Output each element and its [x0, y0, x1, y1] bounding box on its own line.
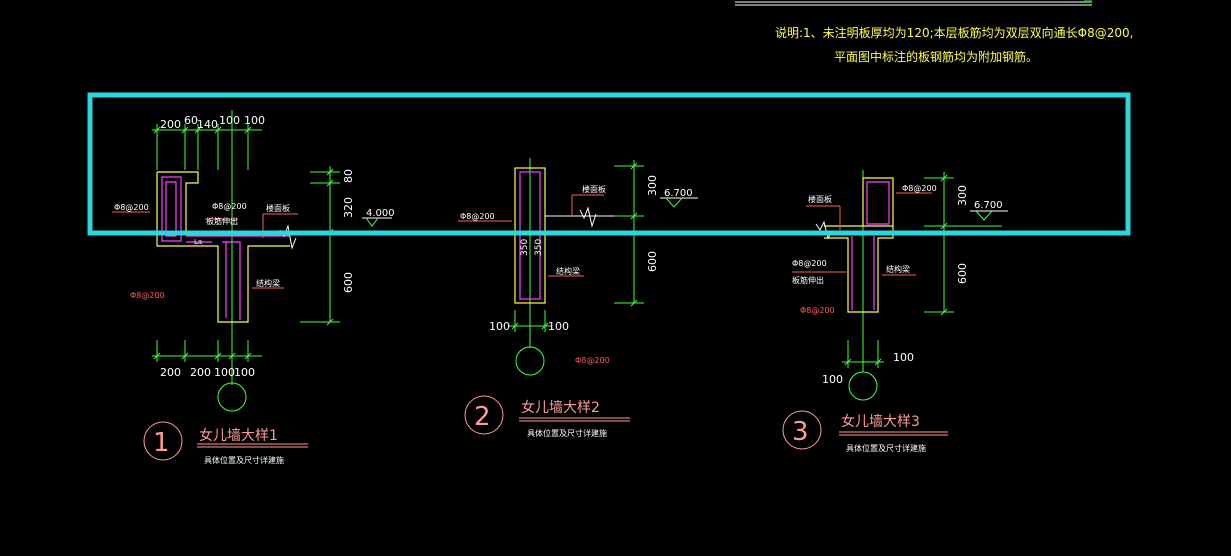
dim-text: 200	[160, 118, 181, 131]
dim-text: 80	[342, 169, 355, 183]
elevation-text: 6.700	[974, 200, 1003, 211]
rebar-label: Φ8@200	[114, 203, 149, 212]
dim-text: 600	[646, 251, 659, 272]
elevation-marker	[660, 197, 698, 208]
detail-3[interactable]: Φ8@200 楼面板 Φ8@200 板筋伸出 结构梁 Φ8@200 300 60…	[782, 170, 1008, 453]
detail-1[interactable]: 200 60 140 100 100 La Φ8@200 Φ8@200 板筋伸出…	[112, 110, 395, 465]
elevation-text: 4.000	[366, 208, 395, 219]
rebar-label: Φ8@200	[800, 306, 835, 315]
detail-number: 2	[474, 402, 491, 432]
detail-subtitle: 具体位置及尺寸详建施	[204, 455, 284, 465]
dim-text: 100	[489, 320, 510, 333]
notes-line-1: 说明:1、未注明板厚均为120;本层板筋均为双层双向通长Φ8@200,	[775, 25, 1133, 40]
rebar-label: Φ8@200	[212, 202, 247, 211]
detail-2[interactable]: 350 350 Φ8@200 楼面板 结构梁 Φ8@200 300 600 6.…	[458, 158, 698, 438]
lap-mark: La	[194, 238, 202, 246]
axis-bubble	[848, 371, 878, 401]
dim-text: 350	[520, 239, 530, 256]
bottom-dimension	[508, 310, 552, 332]
dim-text: 300	[956, 185, 969, 206]
dim-text: 100	[893, 351, 914, 364]
detail-title: 女儿墙大样1	[199, 427, 278, 444]
vertical-dimension	[924, 172, 1002, 316]
elevation-marker	[970, 210, 1008, 221]
rebar-label: Φ8@200	[575, 356, 610, 365]
dim-text: 300	[646, 175, 659, 196]
notes-line-2: 平面图中标注的板钢筋均为附加钢筋。	[834, 49, 1038, 64]
dim-text: 600	[956, 263, 969, 284]
dim-text: 100	[244, 114, 265, 127]
roof-note: 楼面板	[266, 203, 290, 213]
roof-note: 楼面板	[808, 194, 832, 204]
detail-title: 女儿墙大样2	[521, 399, 600, 416]
detail-number: 3	[792, 417, 809, 447]
dim-text: 200	[190, 366, 211, 379]
roof-note: 楼面板	[582, 184, 606, 194]
dim-text: 100	[234, 366, 255, 379]
axis-bubble	[217, 382, 247, 412]
break-symbol	[579, 206, 597, 228]
bottom-dimension	[152, 340, 262, 362]
concrete-outline	[156, 171, 290, 323]
beam-note: 结构梁	[886, 264, 910, 274]
dim-text: 100	[219, 114, 240, 127]
dim-text: 100	[214, 366, 235, 379]
concrete-outline	[824, 177, 894, 313]
beam-note: 结构梁	[256, 278, 280, 288]
detail-subtitle: 具体位置及尺寸详建施	[527, 428, 607, 438]
detail-number: 1	[153, 428, 170, 458]
dim-text: 100	[822, 373, 843, 386]
anchor-note: 板筋伸出	[206, 216, 238, 226]
beam-note: 结构梁	[556, 266, 580, 276]
dim-text: 600	[342, 272, 355, 293]
dim-text: 320	[342, 197, 355, 218]
elevation-text: 6.700	[664, 188, 693, 199]
break-symbol	[279, 224, 297, 250]
detail-subtitle: 具体位置及尺寸详建施	[846, 443, 926, 453]
header-lines	[735, 0, 1092, 6]
detail-title: 女儿墙大样3	[841, 413, 920, 430]
dim-text: 60	[184, 114, 198, 127]
rebar-label: Φ8@200	[792, 259, 827, 268]
detail-number-circle	[782, 410, 822, 450]
rebar-label: Φ8@200	[460, 212, 495, 221]
bottom-dimension	[842, 340, 884, 368]
rebar-label: Φ8@200	[130, 291, 165, 300]
dim-text: 200	[160, 366, 181, 379]
detail-number-circle	[464, 395, 504, 435]
dim-text: 350	[534, 239, 544, 256]
rebar-label: Φ8@200	[902, 184, 937, 193]
dim-text: 140	[197, 118, 218, 131]
dim-text: 100	[548, 320, 569, 333]
rebar-cage	[161, 176, 290, 320]
elevation-marker	[362, 217, 392, 227]
axis-bubble	[515, 346, 545, 376]
vertical-dimension	[300, 166, 340, 326]
anchor-note: 板筋伸出	[792, 275, 824, 285]
top-dimension	[152, 124, 262, 170]
detail-number-circle	[143, 421, 183, 461]
selection-highlight-box	[87, 92, 1131, 236]
break-symbol	[815, 220, 833, 240]
